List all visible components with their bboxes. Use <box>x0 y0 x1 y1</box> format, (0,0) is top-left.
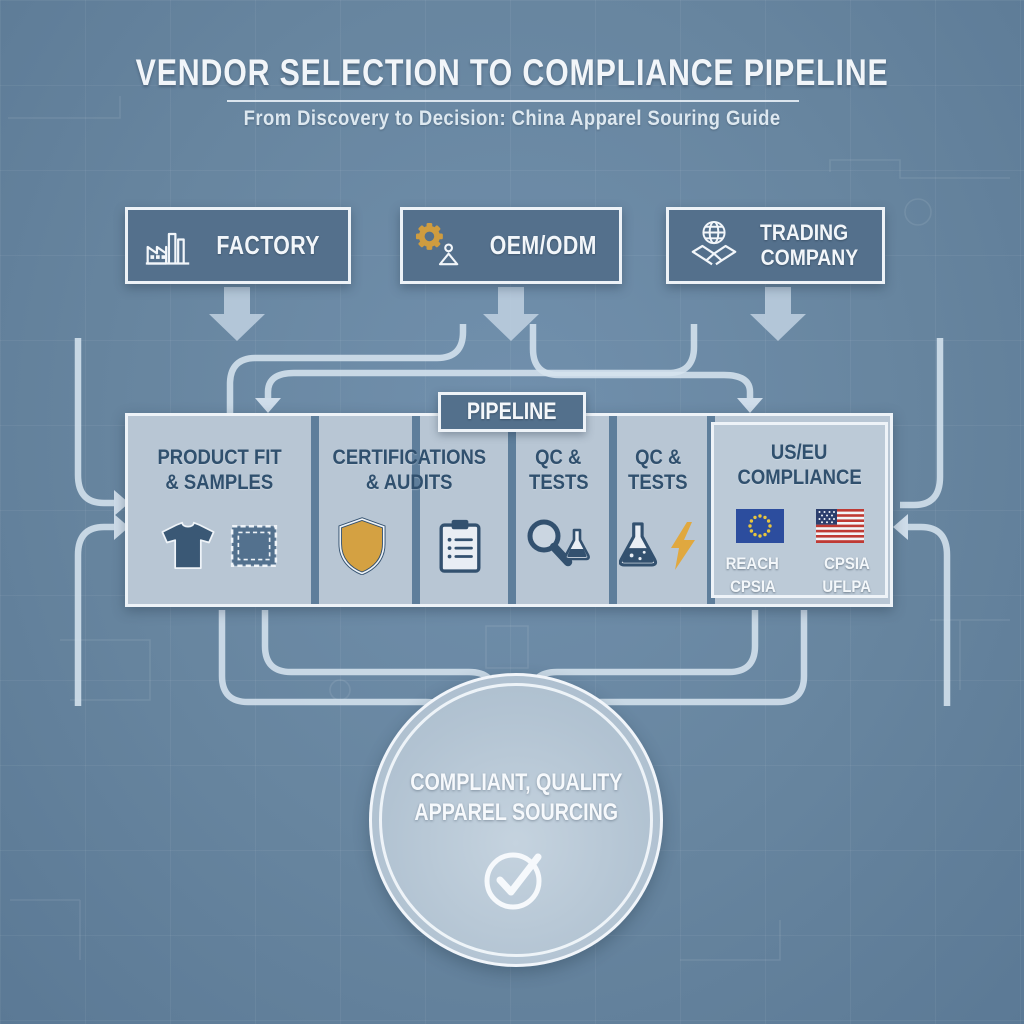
qc-icons-1 <box>508 504 609 588</box>
title-underline <box>227 100 799 102</box>
qc-icons-2 <box>609 504 707 588</box>
shield-icon-wrap <box>311 504 412 588</box>
check-circle-icon <box>480 844 552 915</box>
outcome-circle: COMPLIANT, QUALITY APPAREL SOURCING <box>369 673 663 967</box>
flask-icon <box>618 522 657 567</box>
block-down-arrows <box>209 287 806 341</box>
shield-icon <box>337 517 386 575</box>
source-box-oem: OEM/ODM <box>400 207 622 284</box>
handshake-globe-icon <box>691 220 736 265</box>
flag-row <box>714 509 885 543</box>
tshirt-icon <box>161 521 215 570</box>
clipboard-icon <box>439 519 481 573</box>
pipeline-box: PRODUCT FIT & SAMPLES CERTIFICATIONS & A… <box>125 413 893 607</box>
lightning-icon <box>670 522 695 570</box>
divider <box>609 416 617 604</box>
flag-labels: REACH CPSIA CPSIA UFLPA <box>714 553 885 599</box>
factory-icon <box>146 232 190 265</box>
us-compliance-labels: CPSIA UFLPA <box>822 554 871 596</box>
stage-title-qc-tests-2: QC & TESTS <box>628 446 688 494</box>
hanger <box>439 243 459 265</box>
pipeline-label: PIPELINE <box>438 392 586 432</box>
eu-flag-icon <box>735 509 784 543</box>
us-flag-icon <box>815 509 864 543</box>
divider <box>311 416 319 604</box>
magnifier-flask-icon <box>527 519 590 567</box>
source-box-factory: FACTORY <box>125 207 351 284</box>
page-title: VENDOR SELECTION TO COMPLIANCE PIPELINE <box>135 52 889 93</box>
stage-title-qc-tests-1: QC & TESTS <box>528 446 589 494</box>
stage-title-certifications: CERTIFICATIONS & AUDITS <box>332 446 487 494</box>
clipboard-icon-wrap <box>412 504 508 588</box>
small-flask <box>563 528 590 561</box>
stage-us-eu-compliance: US/EU COMPLIANCE <box>711 422 888 598</box>
divider <box>412 416 420 604</box>
outcome-text: COMPLIANT, QUALITY APPAREL SOURCING <box>409 769 623 826</box>
divider <box>508 416 516 604</box>
gear-hanger-icon <box>416 222 459 265</box>
fabric-swatch-icon <box>230 524 278 568</box>
stage-title-us-eu: US/EU COMPLIANCE <box>737 441 862 489</box>
eu-compliance-labels: REACH CPSIA <box>725 554 780 596</box>
stage-icons-product-fit <box>128 504 311 588</box>
stage-title-product-fit: PRODUCT FIT & SAMPLES <box>157 446 282 494</box>
page-subtitle: From Discovery to Decision: China Appare… <box>243 107 781 130</box>
